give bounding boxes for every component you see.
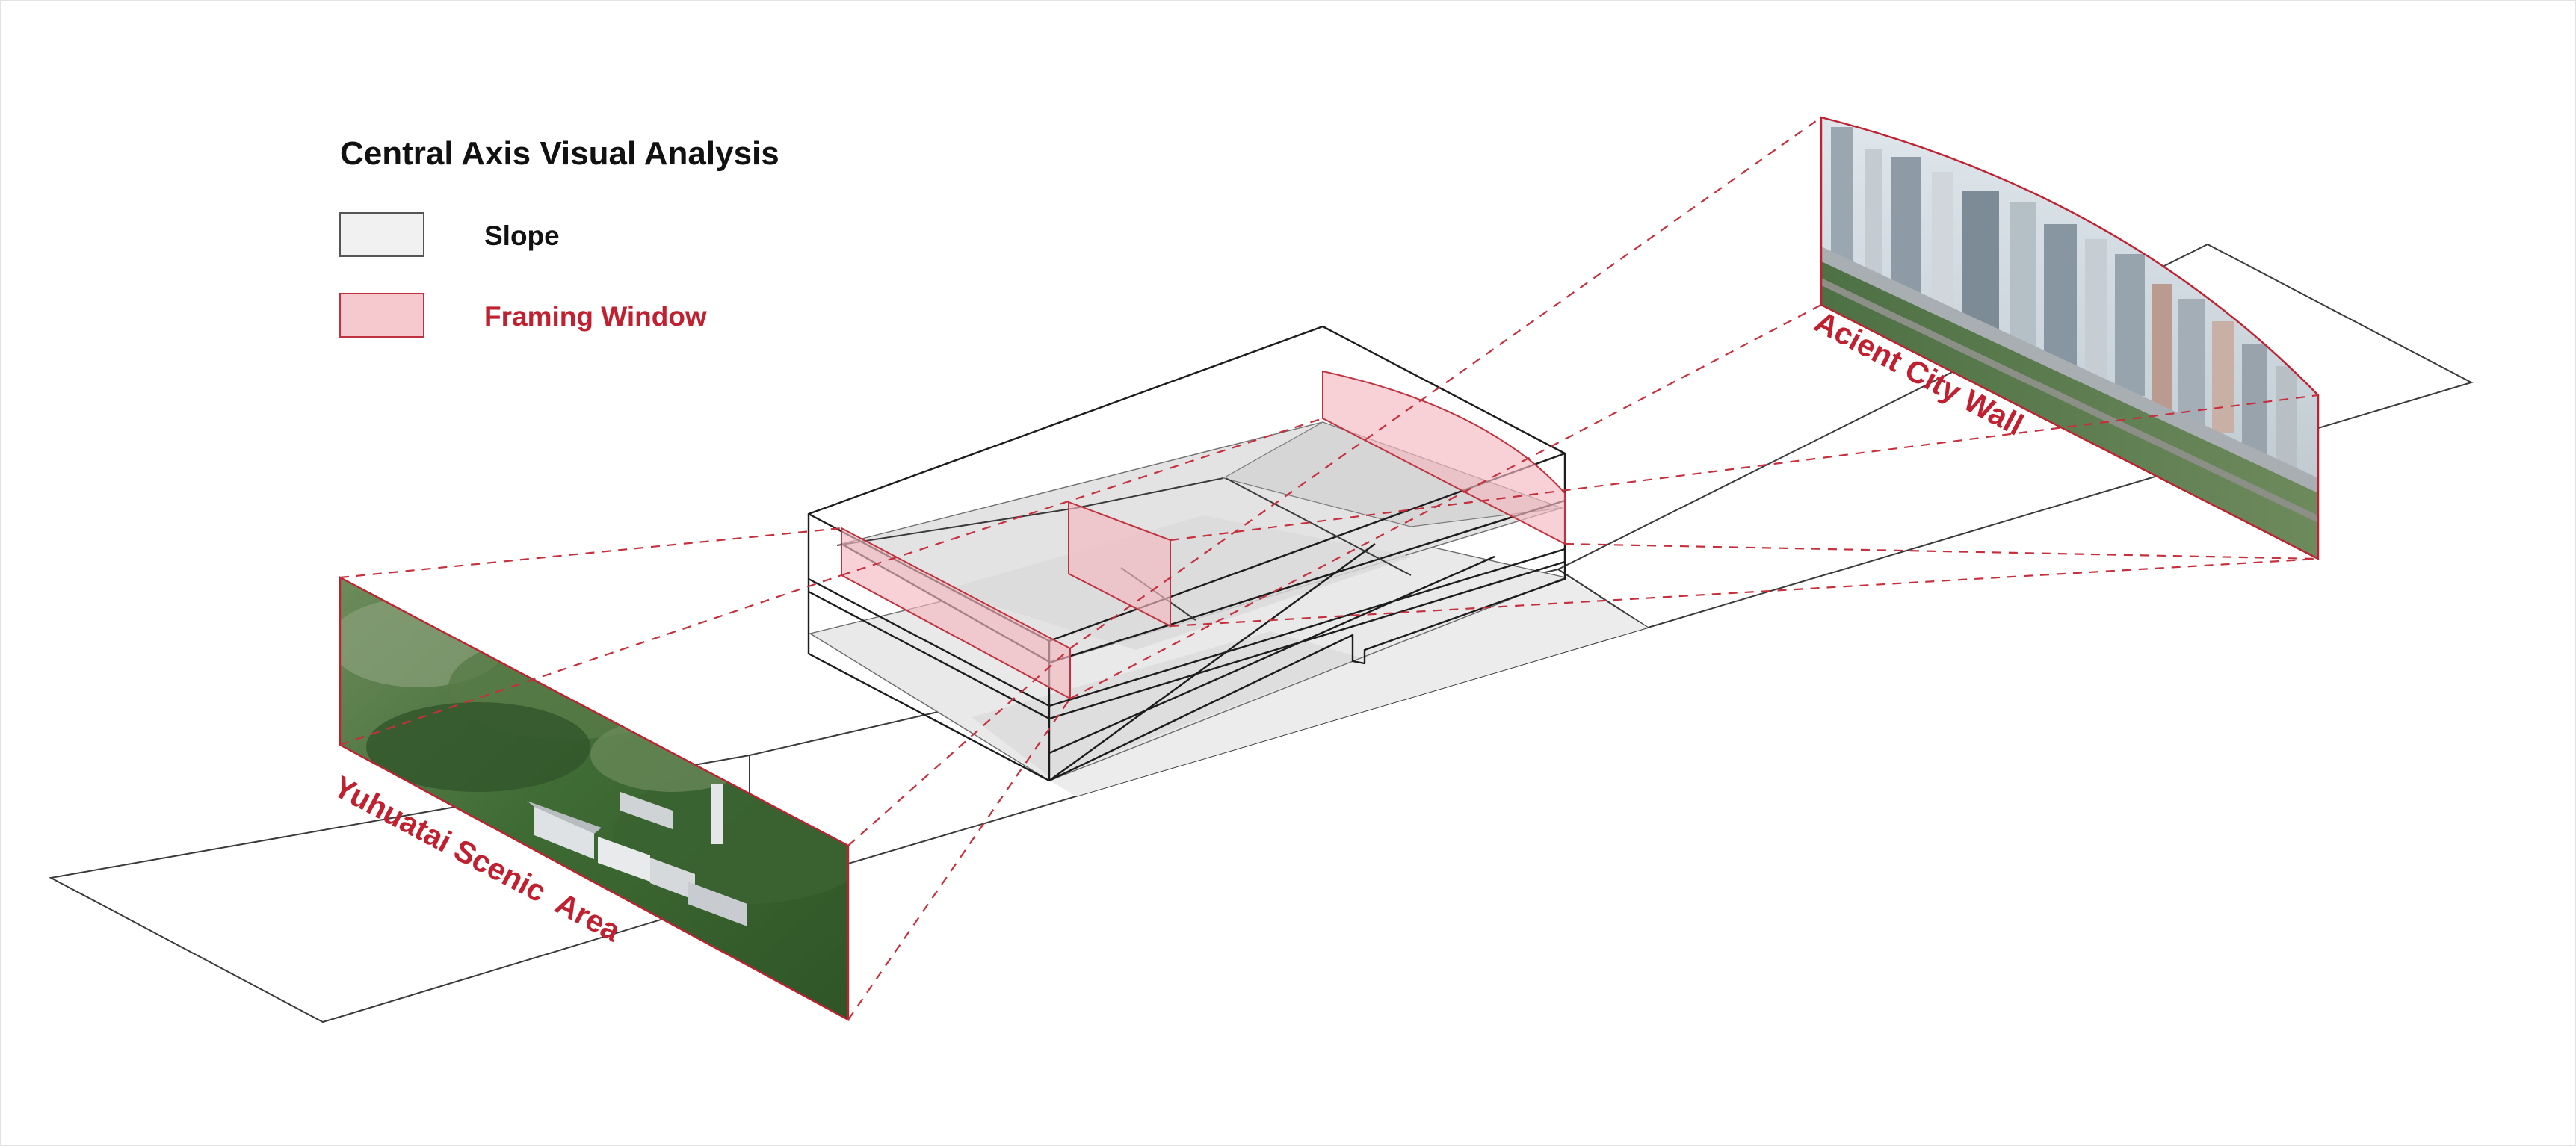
yuhuatai-photo-panel — [339, 576, 850, 1022]
slope-lower-ramp — [972, 631, 1360, 777]
framing-window-right — [1322, 370, 1566, 545]
slope-ground-shadow — [810, 577, 1648, 796]
slope-mid-ramp — [943, 515, 1412, 650]
legend-title: Central Axis Visual Analysis — [340, 135, 779, 172]
legend-label-slope: Slope — [484, 220, 560, 251]
legend: Central Axis Visual Analysis Slope Frami… — [339, 135, 779, 338]
sightlines — [339, 117, 2319, 1020]
legend-swatch-framing — [339, 293, 424, 338]
legend-label-framing: Framing Window — [484, 301, 707, 332]
framing-windows — [841, 370, 1566, 700]
legend-swatch-slope — [339, 212, 424, 257]
slope-surfaces — [809, 421, 1648, 796]
